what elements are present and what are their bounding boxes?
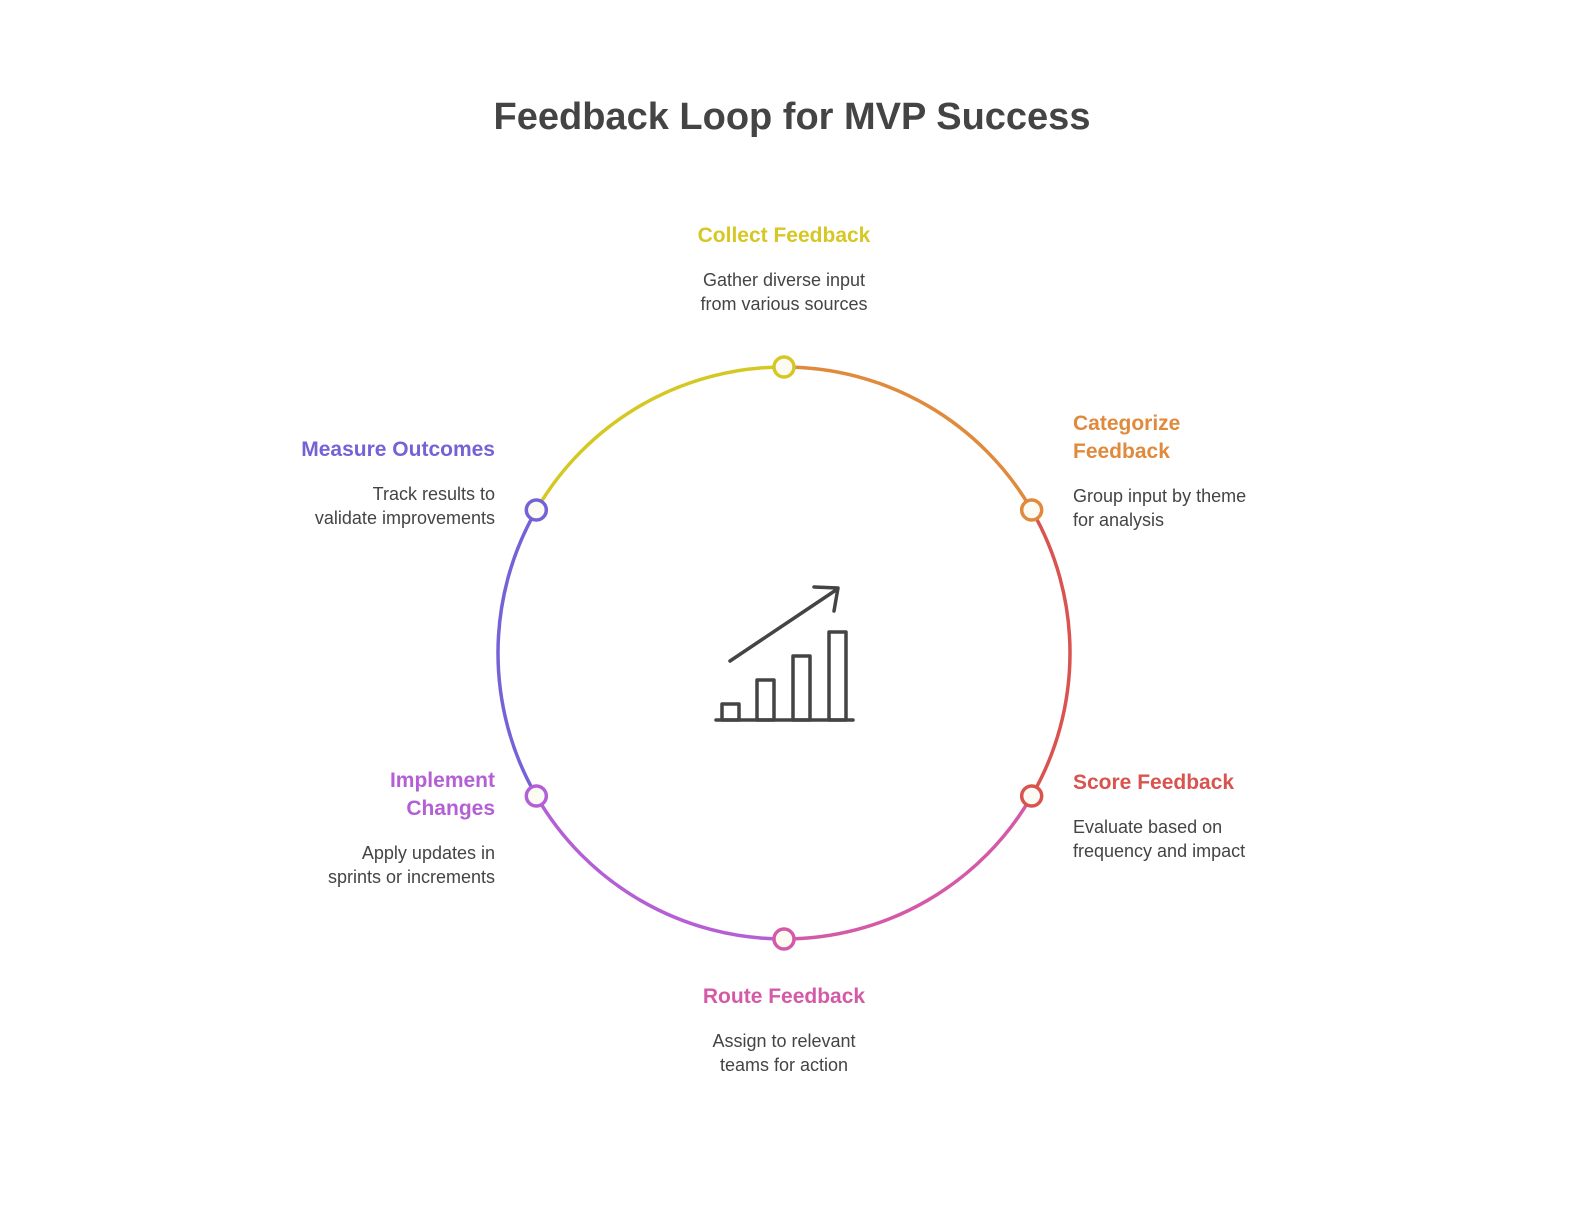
desc-line: from various sources (700, 294, 868, 314)
step-title: Score Feedback (1073, 771, 1235, 794)
step-node (524, 784, 549, 808)
title-line: Categorize (1073, 412, 1181, 435)
step-collect-feedback: Collect Feedback Gather diverse input fro… (654, 222, 914, 316)
title-line: Changes (406, 797, 495, 820)
loop-arc (1030, 509, 1072, 797)
step-node (1019, 784, 1044, 808)
step-description: Group input by theme for analysis (1073, 484, 1333, 532)
step-description: Assign to relevant teams for action (654, 1029, 914, 1077)
desc-line: frequency and impact (1073, 841, 1246, 861)
desc-line: Gather diverse input (702, 270, 866, 290)
step-description: Apply updates in sprints or increments (235, 841, 495, 889)
step-title: Route Feedback (702, 985, 866, 1008)
desc-line: sprints or increments (327, 867, 495, 887)
step-route-feedback: Route Feedback Assign to relevant teams f… (654, 983, 914, 1077)
step-node (772, 355, 796, 379)
title-line: Implement (389, 769, 495, 792)
step-node (772, 927, 796, 951)
desc-line: Track results to (372, 484, 495, 504)
desc-line: teams for action (719, 1055, 849, 1075)
step-description: Gather diverse input from various sources (654, 268, 914, 316)
desc-line: Evaluate based on (1073, 817, 1223, 837)
step-node (1019, 498, 1044, 522)
step-title: Measure Outcomes (301, 438, 495, 461)
loop-arc (783, 365, 1034, 511)
step-title: Collect Feedback (697, 224, 871, 247)
title-line: Feedback (1073, 440, 1170, 463)
step-description: Track results to validate improvements (235, 482, 495, 530)
bar-chart-growth-icon (714, 585, 855, 722)
loop-arc (534, 795, 785, 941)
step-node (524, 498, 549, 522)
desc-line: validate improvements (314, 508, 495, 528)
desc-line: Apply updates in (361, 843, 495, 863)
diagram-title: Feedback Loop for MVP Success (493, 96, 1091, 138)
desc-line: for analysis (1073, 510, 1165, 530)
step-description: Evaluate based on frequency and impact (1073, 815, 1333, 863)
desc-line: Assign to relevant (712, 1031, 856, 1051)
step-measure-outcomes: Measure Outcomes Track results to validat… (235, 436, 495, 530)
step-score-feedback: Score Feedback Evaluate based on frequenc… (1073, 769, 1333, 863)
loop-arc (534, 365, 785, 511)
loop-arc (496, 509, 538, 797)
desc-line: Group input by theme (1073, 486, 1247, 506)
loop-arc (783, 795, 1034, 941)
